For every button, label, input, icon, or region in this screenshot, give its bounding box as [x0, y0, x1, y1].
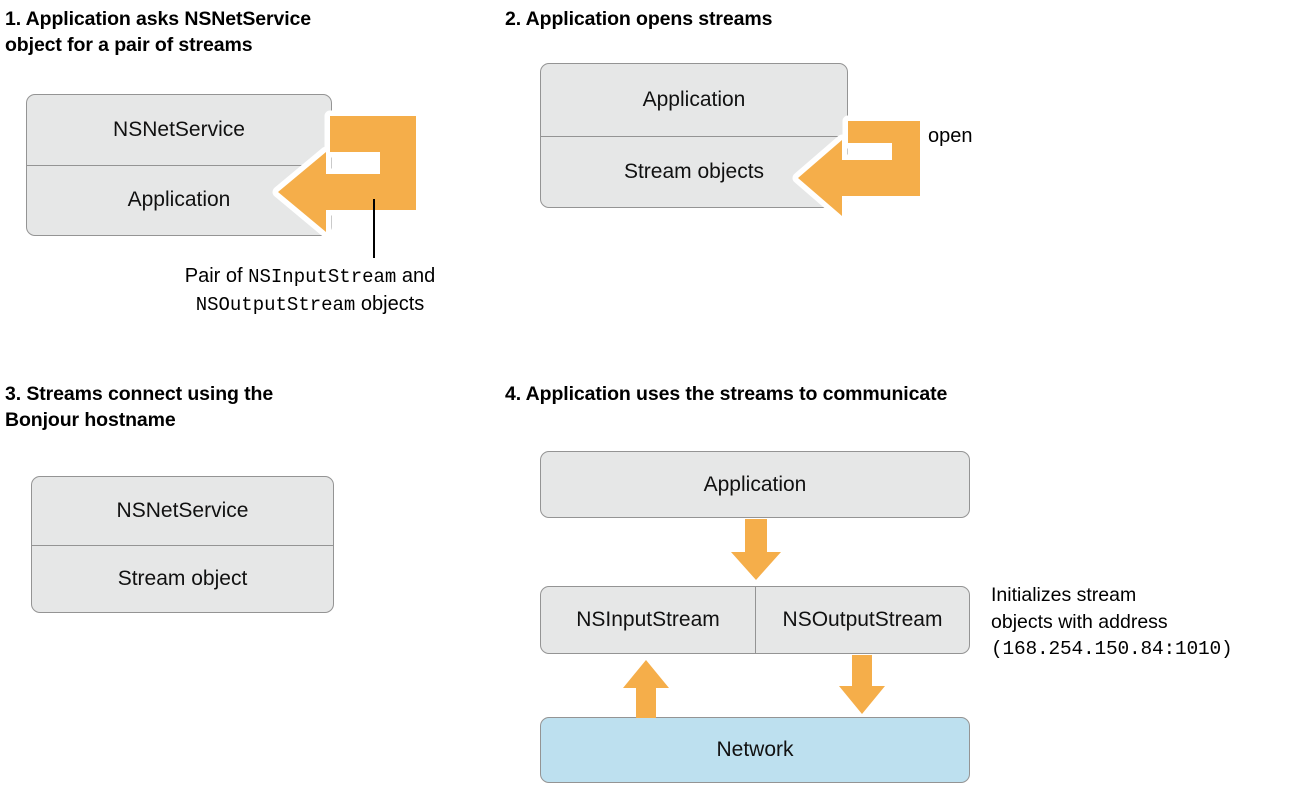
- panel-4-nsinputstream-cell: NSInputStream: [576, 608, 720, 631]
- panel-3-stack-box: NSNetService Stream object: [31, 476, 334, 613]
- panel-2-open-label: open: [928, 125, 973, 147]
- nsinputstream-token: NSInputStream: [248, 266, 397, 288]
- panel-4-stream-box: NSInputStream NSOutputStream: [540, 586, 970, 654]
- caption-prefix-pair-of: Pair of: [184, 265, 249, 287]
- nsoutputstream-token: NSOutputStream: [195, 294, 356, 316]
- panel-4-side-note: Initializes stream objects with address …: [991, 582, 1291, 663]
- panel-3-row-stream-object: Stream object: [32, 545, 333, 611]
- panel-4-network-box: Network: [540, 717, 970, 783]
- panel-4-down-arrow-icon-application-to-streams: [731, 519, 781, 580]
- panel-1-caption-line-1: Pair of NSInputStream and: [120, 263, 500, 291]
- panel-3-heading: 3. Streams connect using the Bonjour hos…: [5, 383, 274, 431]
- panel-4-down-arrow-icon-output-to-network: [839, 655, 885, 714]
- side-note-line-1: Initializes stream: [991, 584, 1137, 606]
- panel-1-heading: 1. Application asks NSNetService object …: [5, 8, 312, 56]
- panel-4-up-arrow-icon-network-to-input: [623, 660, 669, 718]
- caption-and: and: [396, 265, 436, 287]
- panel-1-caption-line-2: NSOutputStream objects: [120, 291, 500, 319]
- panel-2-row-stream-objects: Stream objects: [541, 136, 847, 207]
- panel-3-row-nsnetservice: NSNetService: [116, 499, 249, 522]
- panel-4-application-label: Application: [703, 472, 807, 496]
- caption-objects: objects: [355, 293, 425, 315]
- panel-1-row-application: Application: [27, 165, 331, 234]
- side-note-address: (168.254.150.84:1010): [991, 638, 1233, 660]
- panel-4-network-label: Network: [716, 738, 794, 761]
- panel-4-nsoutputstream-cell: NSOutputStream: [755, 587, 969, 653]
- panel-2-row-application: Application: [642, 88, 746, 111]
- panel-4-heading: 4. Application uses the streams to commu…: [505, 383, 948, 405]
- panel-1-caption: Pair of NSInputStream and NSOutputStream…: [120, 263, 500, 319]
- side-note-line-2: objects with address: [991, 611, 1168, 633]
- panel-2-heading: 2. Application opens streams: [505, 8, 773, 30]
- panel-1-stack-box: NSNetService Application: [26, 94, 332, 236]
- panel-1-row-nsnetservice: NSNetService: [113, 118, 245, 141]
- panel-4-application-box: Application: [540, 451, 970, 518]
- panel-2-stack-box: Application Stream objects: [540, 63, 848, 208]
